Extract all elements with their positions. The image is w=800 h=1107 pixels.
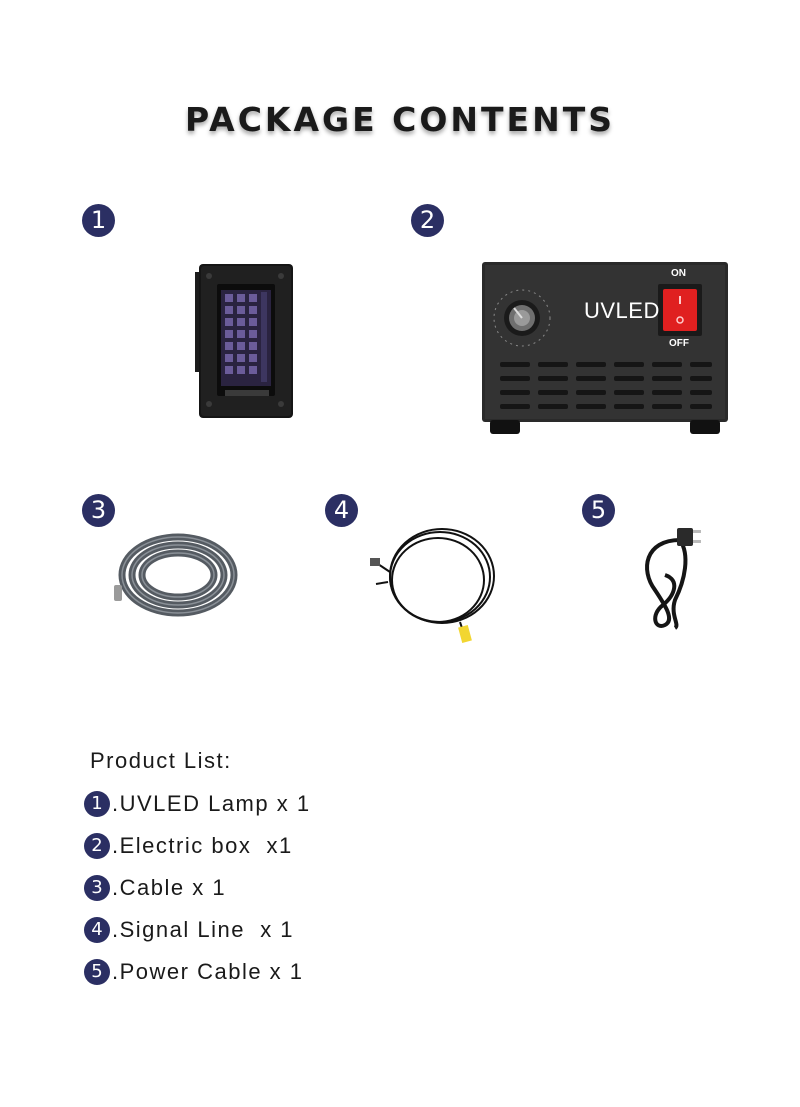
list-item: 3 .Cable x 1 xyxy=(84,874,226,902)
list-item-text: .Electric box x1 xyxy=(112,833,293,858)
list-number-badge: 2 xyxy=(84,833,110,859)
list-item-text: .UVLED Lamp x 1 xyxy=(112,791,311,816)
switch-off-label: OFF xyxy=(669,338,689,349)
list-item-text: .Signal Line x 1 xyxy=(112,917,295,942)
cable-image xyxy=(108,525,248,625)
electric-box-image: UVLED ON OFF xyxy=(482,262,730,438)
list-number-badge: 4 xyxy=(84,917,110,943)
list-number-badge: 3 xyxy=(84,875,110,901)
list-number-badge: 1 xyxy=(84,791,110,817)
list-item: 5 .Power Cable x 1 xyxy=(84,958,304,986)
page-title: PACKAGE CONTENTS xyxy=(185,100,615,139)
switch-on-label: ON xyxy=(671,268,686,279)
uvled-lamp-image xyxy=(195,262,295,422)
list-item-text: .Cable x 1 xyxy=(112,875,227,900)
list-item-text: .Power Cable x 1 xyxy=(112,959,304,984)
item-number-badge-3: 3 xyxy=(82,494,115,527)
power-cable-image xyxy=(635,520,705,632)
item-number-badge-4: 4 xyxy=(325,494,358,527)
list-item: 1 .UVLED Lamp x 1 xyxy=(84,790,311,818)
item-number-badge-5: 5 xyxy=(582,494,615,527)
list-item: 2 .Electric box x1 xyxy=(84,832,293,860)
list-item: 4 .Signal Line x 1 xyxy=(84,916,294,944)
product-list-heading: Product List: xyxy=(90,748,232,773)
item-number-badge-1: 1 xyxy=(82,204,115,237)
list-number-badge: 5 xyxy=(84,959,110,985)
box-panel-label: UVLED xyxy=(584,298,660,323)
signal-line-image xyxy=(360,522,500,652)
item-number-badge-2: 2 xyxy=(411,204,444,237)
